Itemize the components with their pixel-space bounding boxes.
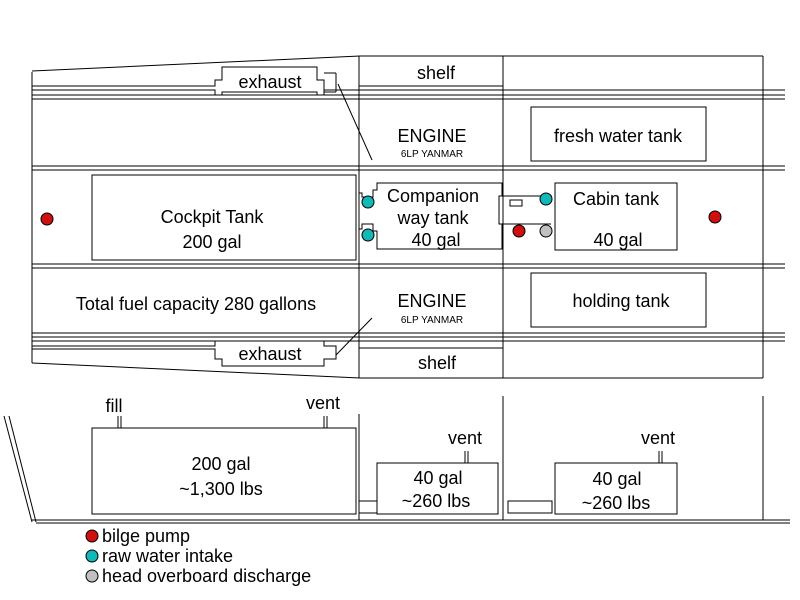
profile-cockpit-tank xyxy=(91,427,357,515)
cockpit-tank-name: Cockpit Tank xyxy=(161,207,265,227)
cabin-tank-name: Cabin tank xyxy=(573,189,660,209)
cabin-tank xyxy=(554,182,678,251)
legend-bilge-pump-swatch xyxy=(85,529,99,543)
exhaust-bottom-label: exhaust xyxy=(238,344,301,364)
fresh-water-tank-label: fresh water tank xyxy=(554,126,683,146)
shelf-top-label: shelf xyxy=(417,63,456,83)
profile-view: fill vent 200 gal ~1,300 lbs vent 40 gal… xyxy=(3,393,790,524)
total-fuel-capacity: Total fuel capacity 280 gallons xyxy=(76,294,316,314)
profile-cabin-weight: ~260 lbs xyxy=(582,493,651,513)
fresh-water-tank xyxy=(530,106,707,162)
engine-top-title: ENGINE xyxy=(397,126,466,146)
crossover-fitting xyxy=(509,199,523,207)
holding-tank xyxy=(530,272,707,328)
raw-water-intake-3 xyxy=(539,192,553,206)
exhaust-top-leader xyxy=(337,83,373,161)
cockpit-vent-label: vent xyxy=(306,393,340,413)
bilge-pump-forward xyxy=(708,210,722,224)
engine-bottom-title: ENGINE xyxy=(397,291,466,311)
legend-head-discharge-label: head overboard discharge xyxy=(102,566,311,586)
exhaust-bottom-leader xyxy=(335,317,373,356)
companionway-tank-name-2: way tank xyxy=(396,208,469,228)
profile-cabin-tank xyxy=(554,462,678,515)
bilge-pump-aft xyxy=(40,212,54,226)
raw-water-intake-1 xyxy=(361,195,375,209)
companionway-tank-capacity: 40 gal xyxy=(411,230,460,250)
crossover-pipe-1 xyxy=(358,500,378,514)
hull-top-edge xyxy=(31,55,361,72)
companionway-tank-name-1: Companion xyxy=(387,186,479,206)
legend-bilge-pump-label: bilge pump xyxy=(102,526,190,546)
cabin-vent-label: vent xyxy=(641,428,675,448)
bilge-pump-center xyxy=(512,224,526,238)
companionway-vent-label: vent xyxy=(448,428,482,448)
exhaust-top-label: exhaust xyxy=(238,72,301,92)
legend-raw-water-swatch xyxy=(85,549,99,563)
profile-cockpit-weight: ~1,300 lbs xyxy=(179,479,263,499)
profile-cockpit-capacity: 200 gal xyxy=(191,454,250,474)
cockpit-tank xyxy=(91,174,357,261)
engine-bottom-model: 6LP YANMAR xyxy=(401,315,463,326)
legend-raw-water-label: raw water intake xyxy=(102,546,233,566)
head-overboard-discharge xyxy=(539,224,553,238)
hull-bottom-edge xyxy=(31,362,361,379)
shelf-bottom-label: shelf xyxy=(418,353,457,373)
profile-cabin-capacity: 40 gal xyxy=(592,469,641,489)
exhaust-bottom: exhaust xyxy=(31,340,337,367)
engine-top-model: 6LP YANMAR xyxy=(401,149,463,160)
holding-tank-label: holding tank xyxy=(572,291,670,311)
legend-head-discharge-swatch xyxy=(85,569,99,583)
raw-water-intake-2 xyxy=(361,228,375,242)
profile-companionway-capacity: 40 gal xyxy=(413,468,462,488)
profile-companionway-tank xyxy=(376,462,499,515)
plan-view: exhaust shelf ENGINE 6LP YANMAR fresh wa… xyxy=(31,55,785,379)
cabin-tank-capacity: 40 gal xyxy=(593,230,642,250)
fill-label: fill xyxy=(106,396,123,416)
profile-companionway-weight: ~260 lbs xyxy=(402,491,471,511)
crossover-pipe-2 xyxy=(507,500,553,514)
cockpit-tank-capacity: 200 gal xyxy=(182,232,241,252)
legend: bilge pump raw water intake head overboa… xyxy=(85,526,311,586)
exhaust-top: exhaust xyxy=(31,66,337,96)
